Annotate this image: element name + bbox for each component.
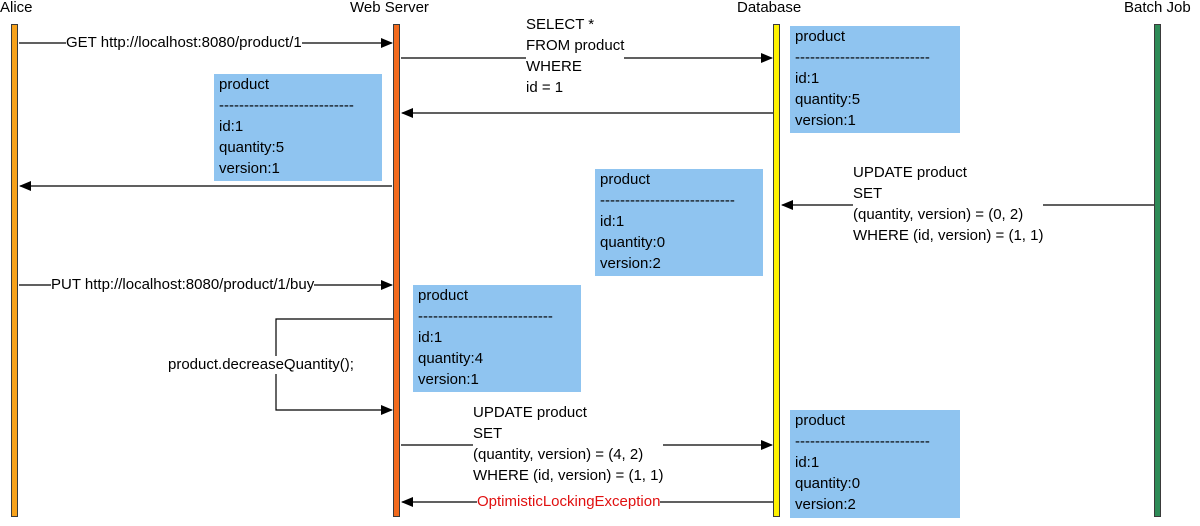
message-select-query: SELECT * FROM product WHERE id = 1 [526, 14, 625, 98]
participant-database: Database [737, 0, 802, 16]
message-decrease-quantity: product.decreaseQuantity(); [168, 356, 354, 374]
lifeline-database [773, 24, 780, 517]
message-get-request: GET http://localhost:8080/product/1 [66, 34, 302, 52]
note-db-after-batch: product --------------------------- id:1… [595, 169, 763, 276]
note-db-final: product --------------------------- id:1… [790, 410, 960, 518]
message-server-update: UPDATE product SET (quantity, version) =… [473, 402, 664, 486]
note-server-loaded: product --------------------------- id:1… [214, 74, 382, 181]
participant-web-server: Web Server [350, 0, 429, 16]
note-db-initial: product --------------------------- id:1… [790, 26, 960, 133]
lifeline-alice [11, 24, 18, 517]
lifeline-web-server [393, 24, 400, 517]
message-batch-update: UPDATE product SET (quantity, version) =… [853, 162, 1044, 246]
message-put-request: PUT http://localhost:8080/product/1/buy [51, 276, 315, 294]
message-optimistic-locking-exception: OptimisticLockingException [477, 493, 661, 511]
participant-alice: Alice [0, 0, 33, 16]
note-server-modified: product --------------------------- id:1… [413, 285, 581, 392]
lifeline-batch-job [1154, 24, 1161, 517]
participant-batch-job: Batch Job [1124, 0, 1191, 16]
